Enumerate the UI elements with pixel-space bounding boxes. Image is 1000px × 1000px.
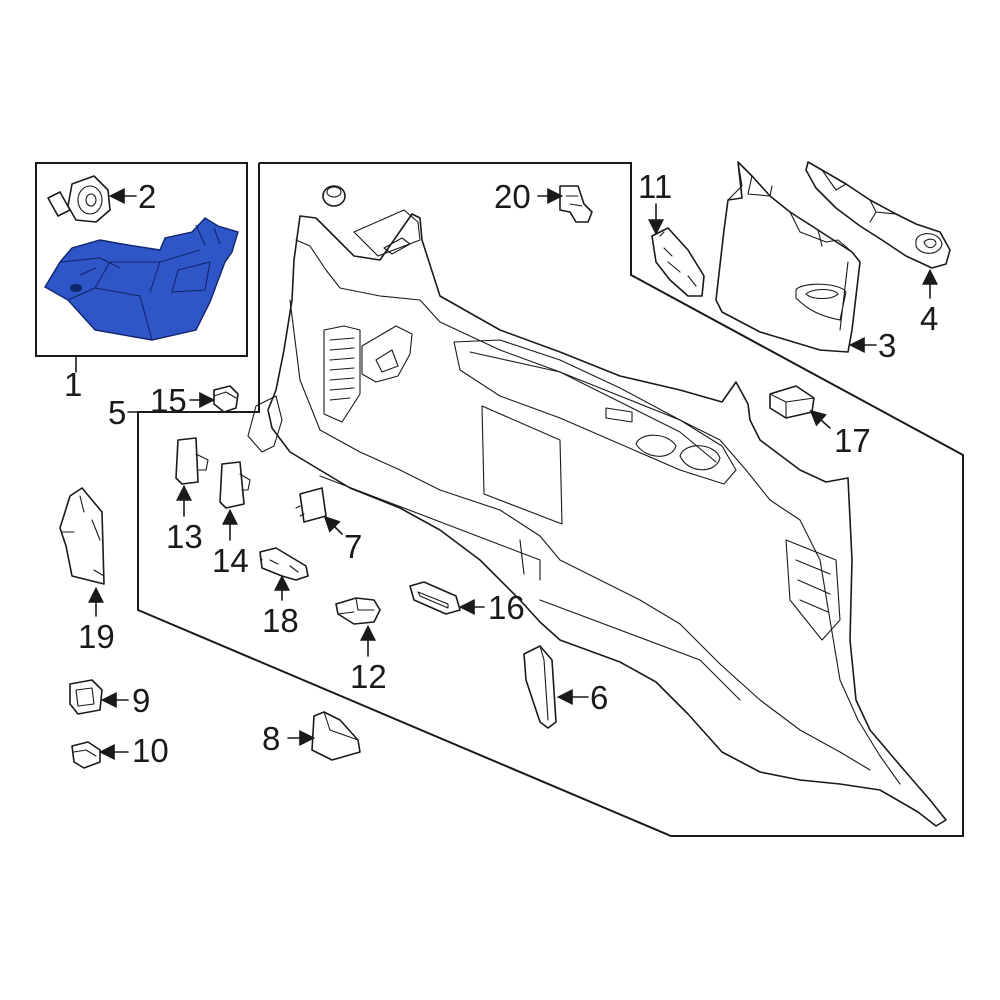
part-2-ring	[67, 175, 111, 223]
part-2-cone	[77, 185, 103, 215]
part-1-socket	[70, 284, 82, 292]
part-17-pad[interactable]	[769, 385, 815, 419]
part-5-round-cap	[322, 185, 346, 207]
part-5-upper-pocket	[361, 325, 413, 383]
part-5-handle-slot	[605, 407, 633, 423]
callout-12[interactable]: 12	[350, 658, 387, 695]
callout-13[interactable]: 13	[166, 518, 203, 555]
callout-8[interactable]: 8	[262, 720, 280, 757]
part-5-cupholder	[635, 434, 721, 471]
callout-14[interactable]: 14	[212, 542, 249, 579]
callout-1[interactable]: 1	[64, 366, 82, 403]
callout-3[interactable]: 3	[878, 327, 896, 364]
callout-1-frame	[35, 162, 248, 357]
part-1-highlighted[interactable]	[44, 217, 239, 341]
callout-15[interactable]: 15	[150, 382, 187, 419]
part-11-bracket[interactable]	[651, 227, 705, 297]
part-10-cap[interactable]	[71, 741, 101, 769]
callout-labels: 1 2 3 4 5 6 7 8 9 10 11 12 13 14 15 16 1…	[64, 168, 938, 769]
part-3-detail	[727, 161, 853, 331]
part-1-detail	[59, 224, 221, 341]
part-3-body	[715, 161, 861, 353]
part-12-latch[interactable]	[335, 597, 381, 625]
part-5-top-cap	[353, 209, 421, 257]
part-2-speaker[interactable]	[47, 175, 111, 223]
callout-6[interactable]: 6	[590, 679, 608, 716]
part-4-bracket[interactable]	[805, 161, 951, 269]
part-20-sensor[interactable]	[559, 185, 593, 223]
callout-18[interactable]: 18	[262, 602, 299, 639]
callout-leaders	[75, 188, 938, 760]
callout-9[interactable]: 9	[132, 682, 150, 719]
part-4-body	[805, 161, 951, 269]
callout-17[interactable]: 17	[834, 422, 871, 459]
callout-16[interactable]: 16	[488, 589, 525, 626]
part-5-upper-window	[323, 325, 361, 423]
part-3-trim[interactable]	[715, 161, 861, 353]
part-5-quarter-panel[interactable]	[247, 209, 947, 827]
part-2-connector	[47, 191, 71, 217]
part-1-body	[44, 217, 239, 341]
callout-5[interactable]: 5	[108, 394, 126, 431]
part-7-clip[interactable]	[295, 487, 327, 523]
part-18-bracket[interactable]	[259, 547, 309, 581]
part-15-clip[interactable]	[213, 385, 239, 413]
callout-5-frame	[137, 162, 964, 837]
callout-19[interactable]: 19	[78, 618, 115, 655]
callout-4[interactable]: 4	[920, 300, 938, 337]
part-2-center	[85, 193, 97, 207]
part-11-detail	[659, 231, 697, 287]
part-6-strip[interactable]	[523, 645, 557, 729]
part-4-detail	[821, 169, 943, 254]
part-13-clip[interactable]	[175, 437, 209, 485]
part-5-window-recess	[481, 405, 563, 525]
callout-2[interactable]: 2	[138, 178, 156, 215]
part-9-cap[interactable]	[69, 679, 103, 715]
part-8-cover[interactable]	[311, 711, 361, 761]
callout-11[interactable]: 11	[638, 168, 672, 205]
callout-7[interactable]: 7	[344, 528, 362, 565]
callout-20[interactable]: 20	[494, 178, 531, 215]
callout-10[interactable]: 10	[132, 732, 169, 769]
part-5-lower-flange	[247, 395, 741, 701]
part-5-door-pocket	[453, 339, 737, 485]
part-14-clip[interactable]	[219, 461, 251, 509]
part-19-cover[interactable]	[59, 487, 105, 585]
part-16-handle[interactable]	[409, 581, 461, 615]
part-5-rear-vent	[785, 539, 841, 641]
